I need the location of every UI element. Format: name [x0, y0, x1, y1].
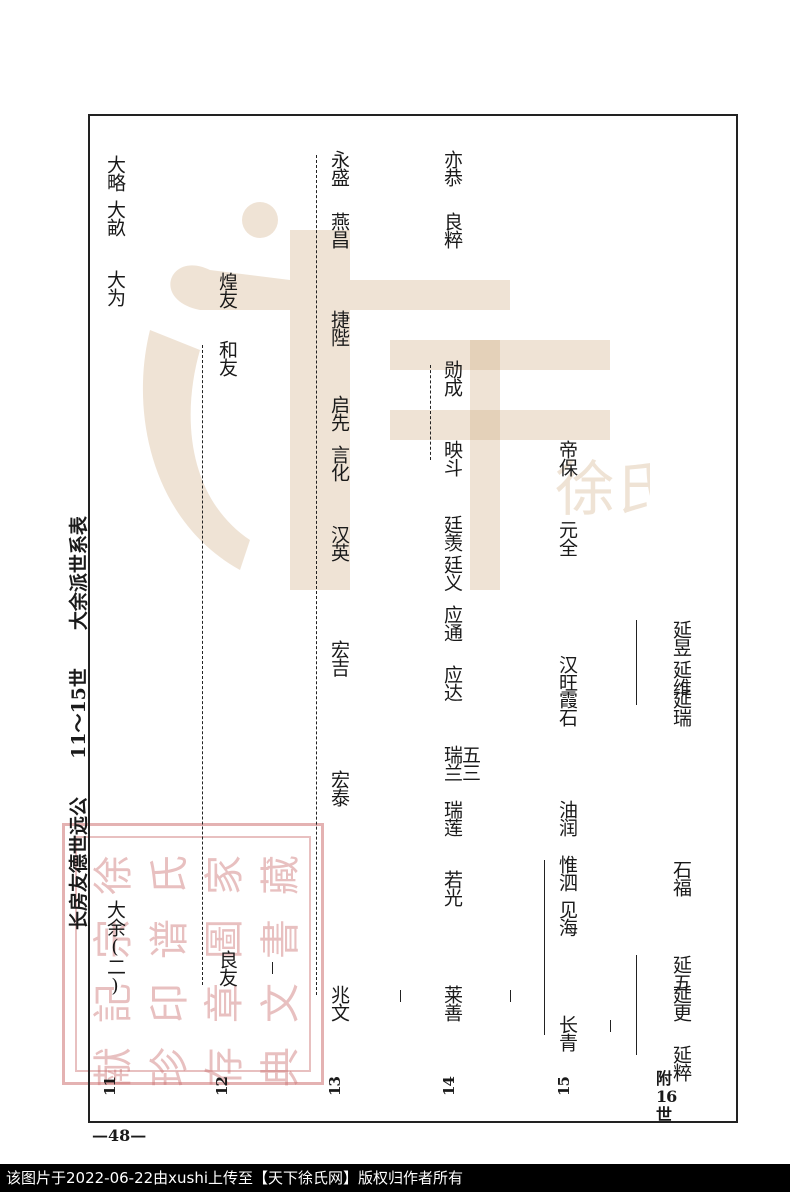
person-xuncheng: 勋成: [441, 360, 463, 396]
person-yingda: 应达: [441, 665, 463, 701]
person-hanwang: 汉旺: [556, 655, 578, 691]
person-yingdou: 映斗: [441, 440, 463, 476]
person-caishan: 莱善: [441, 985, 463, 1021]
person-yancui: 延粹: [670, 1045, 692, 1081]
person-yangeng: 延更: [670, 985, 692, 1021]
person-yanyi: 廷义: [441, 555, 463, 591]
logo-text: 徐氏: [555, 455, 650, 525]
person-hongtai: 宏泰: [328, 770, 350, 806]
person-ruilian: 瑞莲: [441, 800, 463, 836]
connector-g16-spine: [636, 955, 637, 1055]
connector-g13-spine: [316, 155, 317, 995]
connector-g16b-spine: [636, 620, 637, 705]
person-wusan: 五三: [459, 745, 481, 781]
person-ruilan: 瑞兰: [441, 745, 463, 781]
person-qixian: 启先: [328, 395, 350, 431]
person-yanchang: 燕昌: [328, 212, 350, 248]
person-liangyou: 良友: [216, 950, 238, 986]
tick-line: [610, 1020, 611, 1032]
gen-label-12: 12: [212, 1077, 231, 1096]
person-damu: 大畝: [104, 200, 126, 236]
person-yanwei: 延维: [670, 660, 692, 696]
person-yongsheng: 永盛: [328, 150, 350, 186]
person-heyou: 和友: [216, 340, 238, 376]
gen-label-13: 13: [325, 1077, 344, 1096]
person-yingtong: 应通: [441, 605, 463, 641]
person-yanyu: 延昱: [670, 620, 692, 656]
footer-watermark: 该图片于2022-06-22由xushi上传至【天下徐氏网】版权归作者所有: [0, 1164, 790, 1192]
person-youren: 油润: [556, 800, 578, 836]
person-xiashi: 霞石: [556, 690, 578, 726]
person-dayu: 大余(二): [104, 900, 126, 996]
person-liangcui: 良粹: [441, 212, 463, 248]
person-hongji: 宏吉: [328, 640, 350, 676]
tick-line: [272, 962, 273, 974]
person-yanrui: 延瑞: [670, 690, 692, 726]
seal-border: [75, 836, 311, 1072]
gen-label-15: 15: [554, 1077, 573, 1096]
person-yigong: 亦恭: [441, 150, 463, 186]
collector-seal: 徐 氏 家 藏 宗 谱 圖 書 記 印 章 文 献 珍 存 典: [62, 823, 324, 1087]
person-dalue: 大略: [104, 155, 126, 191]
person-weisi: 惟泗: [556, 855, 578, 891]
person-ruoguang: 若光: [441, 870, 463, 906]
person-dawei: 大为: [104, 270, 126, 306]
gen-label-11: 11: [100, 1077, 119, 1096]
person-dibao: 帝保: [556, 440, 578, 476]
person-zhaowen: 兆文: [328, 985, 350, 1021]
page-number: —48—: [92, 1126, 147, 1145]
page-title: 长房友德世远公 11～15世 大余派世系表: [68, 516, 90, 930]
connector-g15-spine: [544, 860, 545, 1035]
person-jiezhi: 捷陛: [328, 310, 350, 346]
connector-g14-spine: [430, 365, 431, 460]
person-shifu: 石福: [670, 860, 692, 896]
person-yanhua: 言化: [328, 445, 350, 481]
person-huangyou: 煌友: [216, 272, 238, 308]
table-frame: [88, 114, 738, 1123]
connector-g12-spine: [202, 345, 203, 985]
gen-label-14: 14: [439, 1077, 458, 1096]
person-yanxiu: 廷羡: [441, 515, 463, 551]
person-jianhai: 见海: [556, 900, 578, 936]
gen-label-16: 附 16 世: [656, 1069, 677, 1124]
tick-line: [510, 990, 511, 1002]
person-changqing: 长青: [556, 1015, 578, 1051]
person-hanying: 汉英: [328, 525, 350, 561]
person-yuanquan: 元全: [556, 520, 578, 556]
person-yanwu: 延五: [670, 955, 692, 991]
xushi-logo-watermark: 徐氏: [142, 202, 650, 590]
tick-line: [400, 990, 401, 1002]
